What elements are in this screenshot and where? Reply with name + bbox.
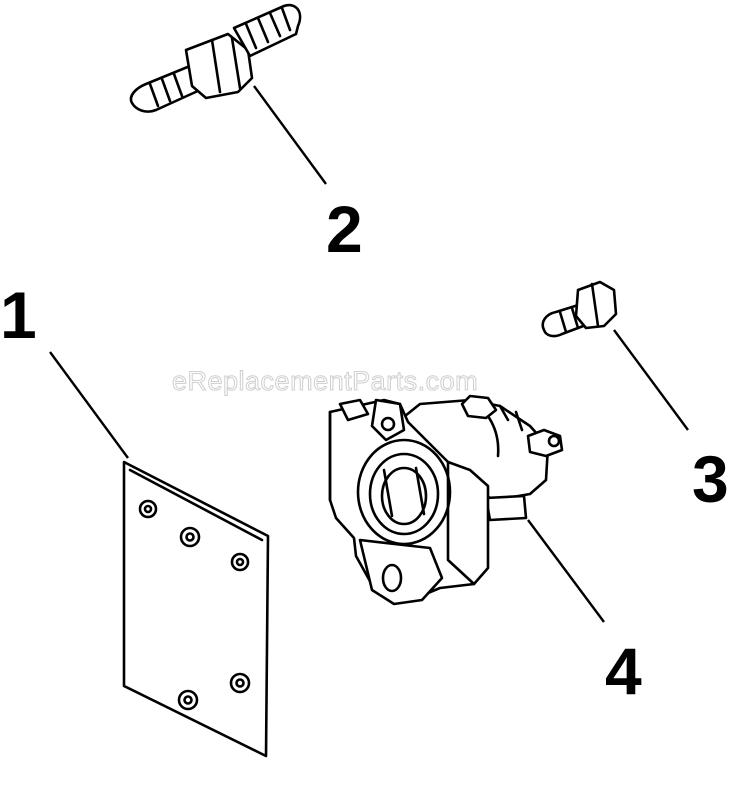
leader-line-3	[613, 329, 689, 431]
part-3-screw[interactable]	[541, 280, 618, 338]
leader-line-2	[253, 85, 327, 185]
part-1-plate[interactable]	[122, 460, 270, 758]
watermark-text: eReplacementParts.com	[172, 366, 478, 396]
callout-2[interactable]: 2	[326, 192, 363, 266]
callout-4[interactable]: 4	[605, 634, 642, 708]
plate-holes	[138, 499, 251, 711]
callout-3[interactable]: 3	[692, 442, 729, 516]
leader-line-4	[527, 519, 605, 623]
part-4-housing[interactable]	[328, 394, 564, 606]
leader-line-1	[49, 351, 129, 459]
callout-1[interactable]: 1	[0, 278, 37, 352]
part-2-fitting[interactable]	[129, 3, 302, 113]
